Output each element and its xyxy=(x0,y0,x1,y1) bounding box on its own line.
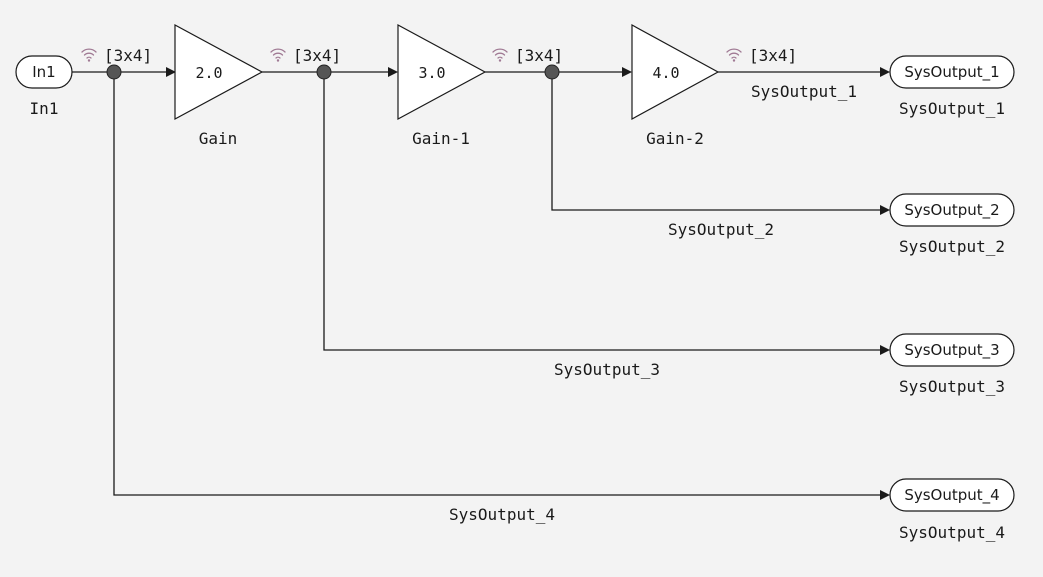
branch-point xyxy=(544,64,560,80)
wire-to-sysoutput-4[interactable] xyxy=(113,72,882,496)
wifi-icon xyxy=(81,48,97,63)
signal-labels: SysOutput_1 SysOutput_2 SysOutput_3 SysO… xyxy=(449,82,857,524)
block-name-label: SysOutput_3 xyxy=(899,377,1005,396)
signal-dimension-label: [3x4] xyxy=(749,46,797,65)
block-name-label: Gain xyxy=(199,129,238,148)
branch-point xyxy=(316,64,332,80)
wire-to-sysoutput-3[interactable] xyxy=(323,72,882,351)
arrowhead xyxy=(622,67,632,77)
outport-block-sysoutput-1[interactable]: SysOutput_1 SysOutput_1 xyxy=(889,55,1015,118)
gain-block[interactable]: 4.0 Gain-2 xyxy=(631,23,720,148)
signal-name-label[interactable]: SysOutput_1 xyxy=(751,82,857,101)
signal-dimension-label: [3x4] xyxy=(515,46,563,65)
outport-text: SysOutput_3 xyxy=(904,341,999,360)
arrowhead xyxy=(880,205,890,215)
outport-text: SysOutput_4 xyxy=(904,486,999,505)
gain-block[interactable]: 3.0 Gain-1 xyxy=(397,23,487,148)
signal-dimensions: [3x4] [3x4] [3x4] [3x4] xyxy=(81,46,797,65)
inport-text: In1 xyxy=(32,63,55,81)
gain-value: 4.0 xyxy=(652,64,679,82)
block-name-label: SysOutput_2 xyxy=(899,237,1005,256)
signal-name-label[interactable]: SysOutput_4 xyxy=(449,505,555,524)
outport-text: SysOutput_2 xyxy=(904,201,999,220)
block-name-label: SysOutput_4 xyxy=(899,523,1005,542)
gain-block[interactable]: 2.0 Gain xyxy=(174,23,264,148)
arrowhead xyxy=(166,67,176,77)
wifi-icon xyxy=(726,48,742,63)
wifi-icon xyxy=(492,48,508,63)
signal-dimension-label: [3x4] xyxy=(104,46,152,65)
wires xyxy=(72,67,890,500)
outport-block-sysoutput-3[interactable]: SysOutput_3 SysOutput_3 xyxy=(889,333,1015,396)
arrowhead xyxy=(880,345,890,355)
arrowhead xyxy=(388,67,398,77)
inport-block-in1[interactable]: In1 In1 xyxy=(15,55,73,118)
wifi-icon xyxy=(270,48,286,63)
signal-name-label[interactable]: SysOutput_2 xyxy=(668,220,774,239)
outport-text: SysOutput_1 xyxy=(904,63,999,82)
signal-dimension-label: [3x4] xyxy=(293,46,341,65)
arrowhead xyxy=(880,490,890,500)
outport-block-sysoutput-4[interactable]: SysOutput_4 SysOutput_4 xyxy=(889,478,1015,542)
signal-name-label[interactable]: SysOutput_3 xyxy=(554,360,660,379)
block-name-label: Gain-1 xyxy=(412,129,470,148)
branch-point xyxy=(106,64,122,80)
outport-block-sysoutput-2[interactable]: SysOutput_2 SysOutput_2 xyxy=(889,193,1015,256)
wire-to-sysoutput-2[interactable] xyxy=(551,72,882,211)
gain-value: 3.0 xyxy=(418,64,445,82)
block-name-label: In1 xyxy=(30,99,59,118)
gain-value: 2.0 xyxy=(195,64,222,82)
arrowhead xyxy=(880,67,890,77)
block-name-label: Gain-2 xyxy=(646,129,704,148)
block-name-label: SysOutput_1 xyxy=(899,99,1005,118)
junctions xyxy=(106,64,560,80)
